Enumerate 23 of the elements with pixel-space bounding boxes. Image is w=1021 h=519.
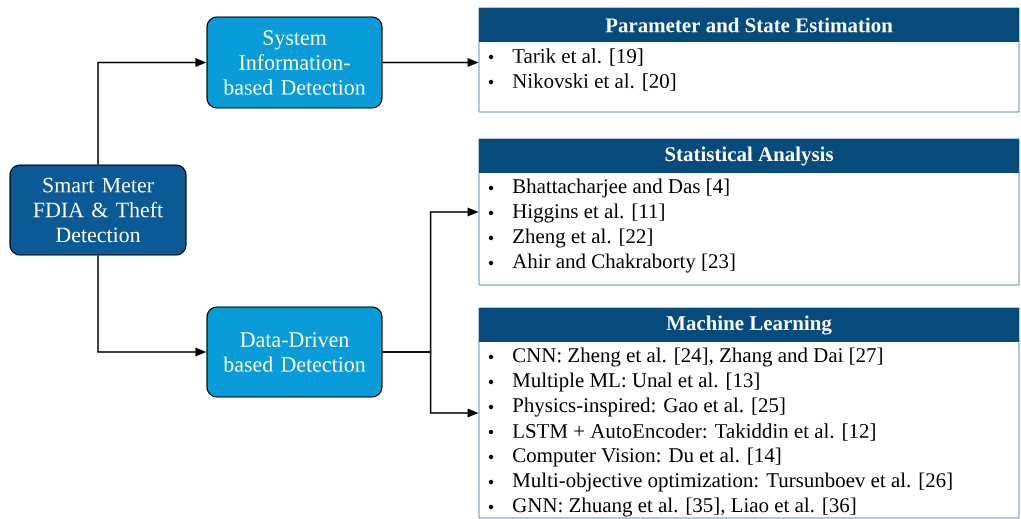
panel-header: Machine Learning <box>479 308 1019 342</box>
list-item: GNN: Zhuang et al. [35], Liao et al. [36] <box>488 497 856 517</box>
list-item: Tarik et al. [19] <box>488 48 643 66</box>
category-box: System Information-based Detection <box>206 16 383 109</box>
list-item: Nikovski et al. [20] <box>488 73 676 91</box>
root-box: Smart Meter FDIA & Theft Detection <box>9 164 187 256</box>
list-item: Bhattacharjee and Das [4] <box>488 178 729 198</box>
arrow <box>97 58 207 166</box>
panel-header: Statistical Analysis <box>479 139 1019 173</box>
category-box: Data-Driven based Detection <box>206 306 383 398</box>
list-item: Zheng et al. [22] <box>488 228 652 248</box>
arrow <box>381 58 479 67</box>
list-item: Physics-inspired: Gao et al. [25] <box>488 397 785 417</box>
list-item: Higgins et al. [11] <box>488 203 664 223</box>
list-item: Ahir and Chakraborty [23] <box>488 253 735 273</box>
list-item: CNN: Zheng et al. [24], Zhang and Dai [27] <box>488 347 882 367</box>
list-item: Computer Vision: Du et al. [14] <box>488 447 781 467</box>
panel-header: Parameter and State Estimation <box>479 8 1019 42</box>
list-item: Multi-objective optimization: Tursunboev et al. [26] <box>488 472 952 492</box>
arrow <box>97 254 207 357</box>
list-item: LSTM + AutoEncoder: Takiddin et al. [12] <box>488 423 875 441</box>
arrow <box>381 351 479 418</box>
list-item: Multiple ML: Unal et al. [13] <box>488 372 759 392</box>
